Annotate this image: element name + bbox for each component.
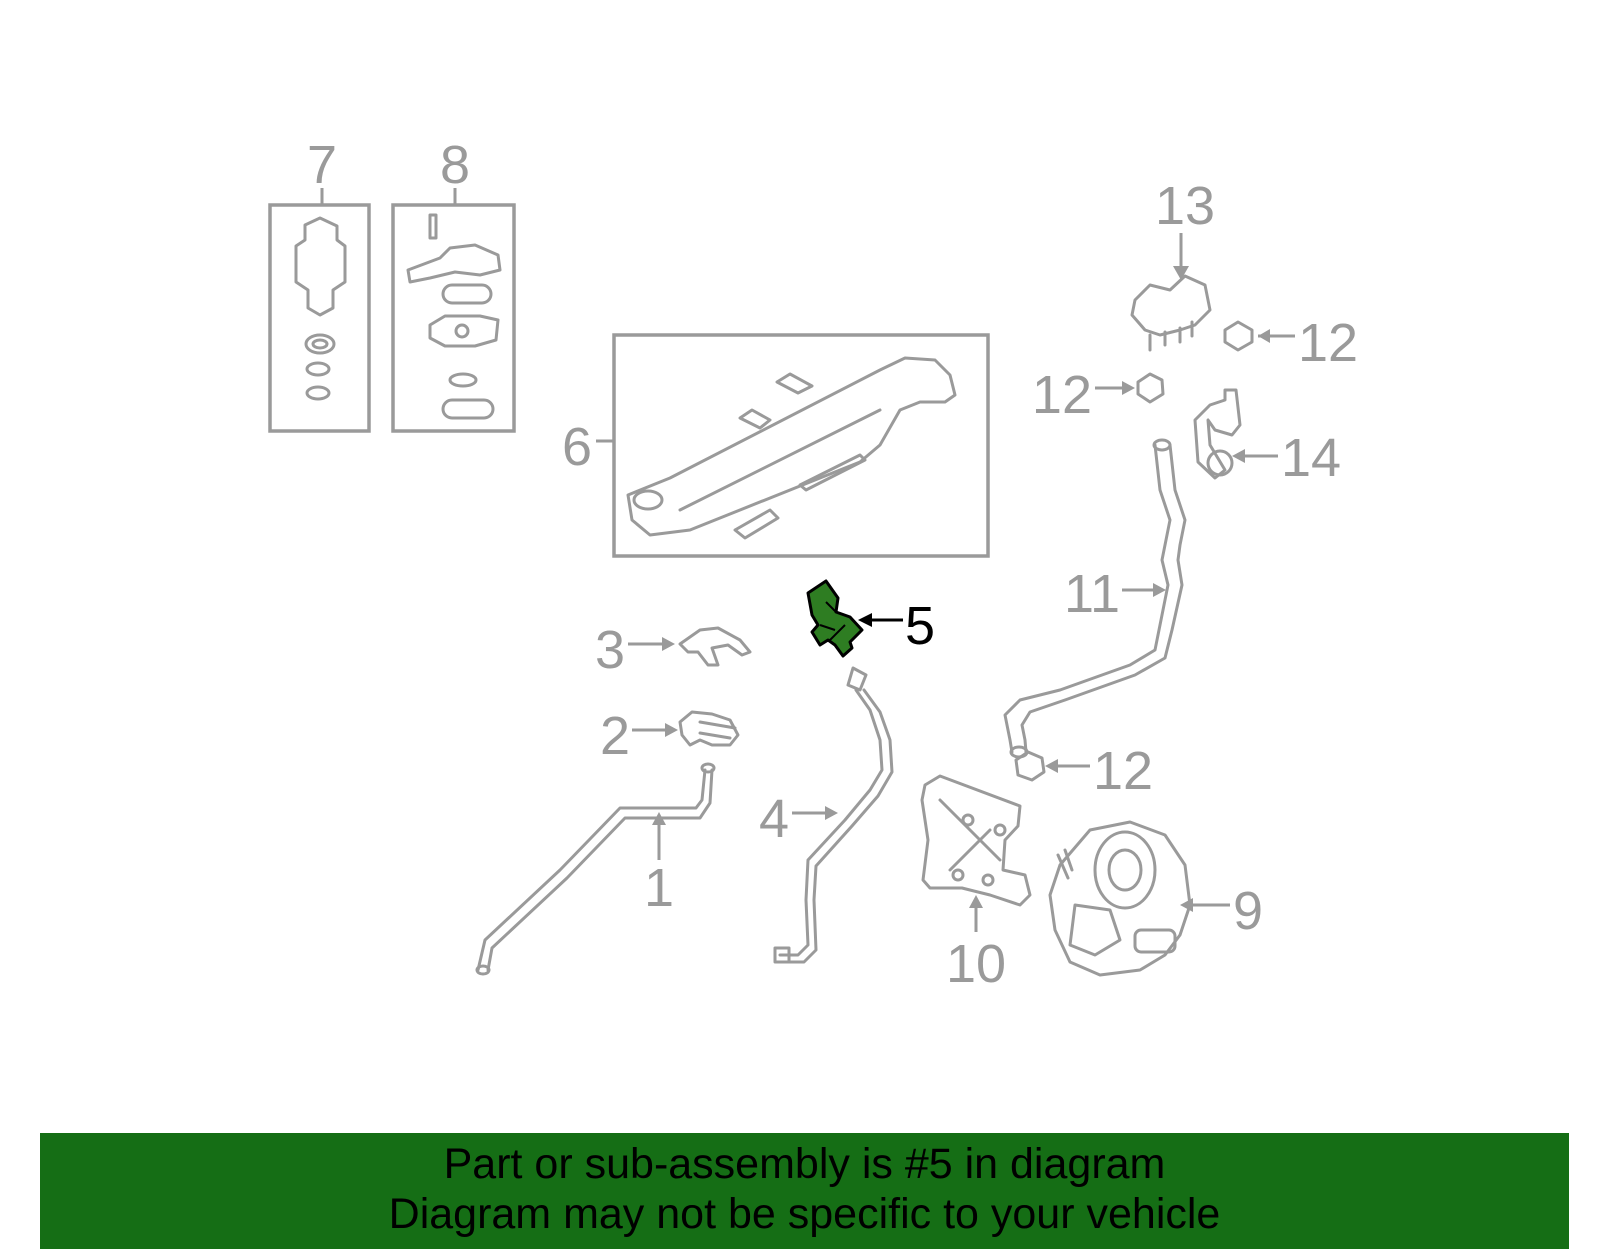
label-8: 8: [440, 135, 470, 195]
label-2: 2: [600, 706, 630, 766]
label-7: 7: [307, 135, 337, 195]
label-9: 9: [1233, 881, 1263, 941]
label-4: 4: [759, 789, 789, 849]
banner-line-2: Diagram may not be specific to your vehi…: [388, 1190, 1221, 1238]
part-12-middle[interactable]: [1095, 372, 1165, 404]
label-5: 5: [905, 596, 935, 656]
label-12-mid: 12: [1032, 365, 1092, 425]
part-10[interactable]: [920, 774, 1032, 932]
part-5-highlighted[interactable]: [806, 579, 903, 658]
part-4[interactable]: [773, 666, 894, 964]
part-5-shape: [806, 579, 864, 658]
label-12-top: 12: [1298, 313, 1358, 373]
part-11[interactable]: [1003, 438, 1187, 759]
label-1: 1: [644, 858, 674, 918]
part-13[interactable]: [1130, 233, 1212, 352]
label-10: 10: [946, 934, 1006, 994]
label-12-lower: 12: [1093, 741, 1153, 801]
part-14[interactable]: [1193, 388, 1278, 480]
label-11: 11: [1064, 564, 1120, 624]
part-6-group[interactable]: [596, 333, 990, 558]
part-9[interactable]: [1048, 820, 1230, 977]
part-3[interactable]: [628, 626, 752, 667]
label-3: 3: [595, 620, 625, 680]
part-12-lower[interactable]: [1014, 750, 1090, 782]
part-8-group[interactable]: [391, 188, 516, 433]
info-banner: Part or sub-assembly is #5 in diagram Di…: [40, 1133, 1569, 1249]
part-2[interactable]: [632, 710, 740, 747]
label-6: 6: [562, 417, 592, 477]
label-13: 13: [1155, 176, 1215, 236]
label-14: 14: [1281, 428, 1341, 488]
part-1[interactable]: [475, 762, 716, 976]
part-7-group[interactable]: [268, 188, 371, 433]
part-12-top-right[interactable]: [1223, 320, 1295, 352]
banner-line-1: Part or sub-assembly is #5 in diagram: [443, 1140, 1166, 1188]
